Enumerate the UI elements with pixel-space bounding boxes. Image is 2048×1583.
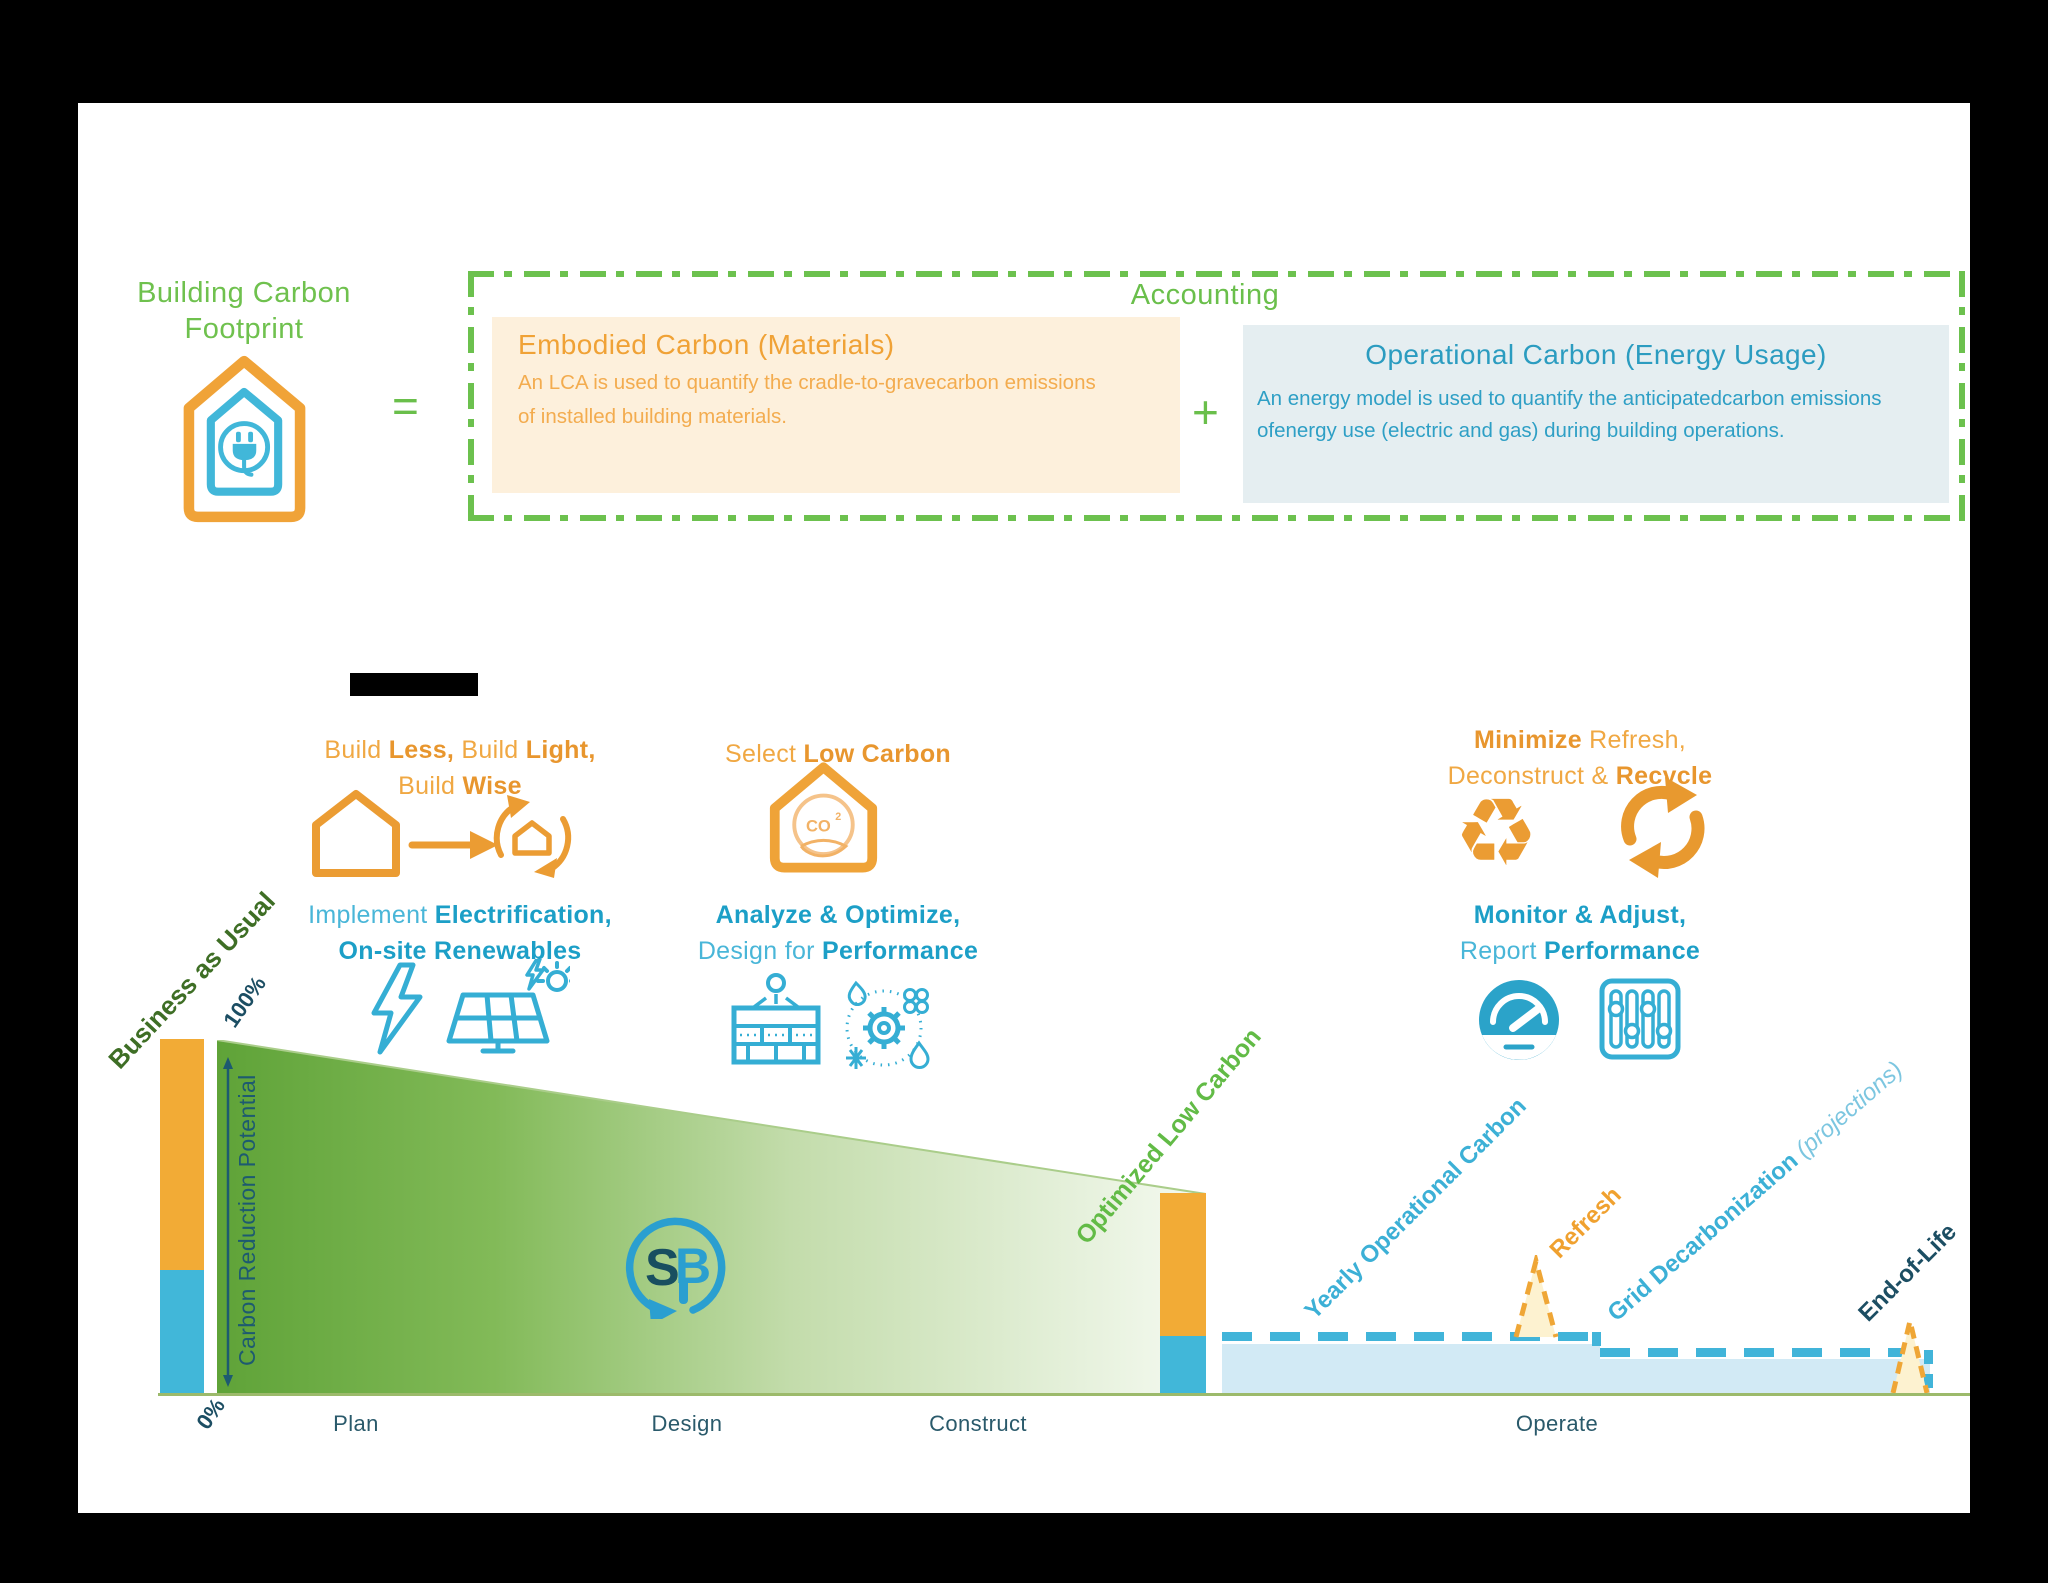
operational-band-2 — [1600, 1359, 1930, 1393]
strategy-electrify-line1: Implement Electrification, — [308, 901, 612, 929]
operational-carbon-body-1: An energy model is used to quantify the … — [1257, 387, 1882, 410]
page-background: Building Carbon Footprint = Accounting E… — [78, 103, 1970, 1513]
recycle-icon: ♻ — [1454, 780, 1538, 880]
sb-logo-s: S — [645, 1239, 680, 1297]
optimized-bar-embodied — [1160, 1193, 1206, 1336]
phase-design: Design — [651, 1411, 723, 1436]
electrification-renewables-icon — [371, 959, 570, 1055]
strategy-monitor-line1: Monitor & Adjust, — [1473, 901, 1687, 929]
envelope-hvac-icon — [731, 973, 930, 1069]
operational-band-1 — [1222, 1344, 1600, 1393]
strategy-minimize-title: Minimize Refresh, Deconstruct & Recycle — [1390, 723, 1770, 794]
strategy-monitor-title: Monitor & Adjust, Report Performance — [1390, 898, 1770, 969]
co2-icon-superscript: 2 — [835, 811, 841, 823]
reduction-axis-label: Carbon Reduction Potential — [234, 1074, 260, 1366]
page-title-line1: Building Carbon — [137, 277, 351, 309]
carbon-reduction-triangle — [217, 1040, 1206, 1393]
strategy-select-title: Select Low Carbon — [648, 737, 1028, 773]
grid-decarbonization-label: Grid Decarbonization (projections) — [1602, 1056, 1908, 1327]
embodied-carbon-heading: Embodied Carbon (Materials) — [518, 329, 895, 360]
embodied-carbon-panel: Embodied Carbon (Materials) An LCA is us… — [492, 317, 1180, 493]
strategy-select-line1: Select Low Carbon — [725, 740, 951, 768]
strategy-build-title: Build Less, Build Light, Build Wise — [270, 733, 650, 804]
strategy-analyze-title: Analyze & Optimize, Design for Performan… — [648, 898, 1028, 969]
strategy-minimize-line1: Minimize Refresh, — [1473, 726, 1687, 754]
operational-carbon-body-2: ofenergy use (electric and gas) during b… — [1257, 418, 1785, 442]
bau-bar-embodied — [160, 1039, 204, 1270]
strategy-monitor-line2: Report Performance — [1459, 936, 1701, 965]
recycle-refresh-icon: ♻ — [1454, 777, 1705, 880]
page-title: Building Carbon Footprint — [104, 275, 384, 348]
axis-max-label: 100% — [218, 971, 271, 1032]
plus-sign: + — [1192, 386, 1219, 438]
end-of-life-spike — [1890, 1320, 1930, 1394]
refresh-label: Refresh — [1544, 1181, 1627, 1264]
phase-operate: Operate — [1515, 1411, 1599, 1436]
operational-step-dash — [1592, 1332, 1601, 1356]
accounting-border-bottom — [468, 515, 1965, 521]
bau-bar-operational — [160, 1270, 204, 1394]
operational-carbon-heading: Operational Carbon (Energy Usage) — [1365, 339, 1827, 370]
house-to-reuse-icon — [312, 790, 572, 878]
low-carbon-house-icon: CO 2 — [769, 762, 878, 873]
accounting-border-top — [468, 271, 1965, 277]
sb-logo: S B — [625, 1217, 726, 1319]
operational-carbon-panel: Operational Carbon (Energy Usage) An ene… — [1243, 325, 1949, 503]
co2-icon-text: CO — [806, 817, 831, 836]
refresh-spike — [1513, 1255, 1559, 1338]
reduction-axis: Carbon Reduction Potential — [234, 1055, 276, 1385]
accounting-title: Accounting — [1130, 279, 1280, 311]
strategy-minimize-line2: Deconstruct & Recycle — [1447, 761, 1713, 790]
phase-construct: Construct — [929, 1411, 1027, 1436]
equals-sign: = — [392, 380, 419, 432]
end-of-life-dash — [1924, 1350, 1933, 1394]
embodied-carbon-body-2: of installed building materials. — [518, 404, 787, 428]
strategy-analyze-line1: Analyze & Optimize, — [715, 901, 961, 929]
embodied-carbon-body-1: An LCA is used to quantify the cradle-to… — [518, 371, 1096, 394]
optimized-bar-operational — [1160, 1336, 1206, 1394]
gauge-sliders-icon — [1479, 978, 1681, 1060]
accounting-box — [468, 271, 1965, 521]
strategy-build-line1: Build Less, Build Light, — [324, 736, 596, 764]
page-title-line2: Footprint — [184, 313, 304, 346]
accounting-border-left — [468, 271, 474, 521]
strategy-analyze-line2: Design for Performance — [697, 936, 979, 965]
yearly-operational-label: Yearly Operational Carbon — [1299, 1092, 1532, 1325]
redacted-label — [350, 673, 478, 696]
chart-baseline — [158, 1393, 1970, 1396]
phase-plan: Plan — [333, 1411, 379, 1436]
grid-decarbonization-note: (projections) — [1790, 1056, 1909, 1164]
building-carbon-footprint-icon — [183, 355, 306, 523]
operational-dashed-line-2 — [1600, 1348, 1930, 1357]
strategy-build-line2: Build Wise — [398, 771, 522, 800]
reduction-axis-arrow — [223, 1057, 233, 1387]
accounting-border-right — [1959, 271, 1965, 521]
operational-dashed-line-1 — [1222, 1332, 1600, 1341]
